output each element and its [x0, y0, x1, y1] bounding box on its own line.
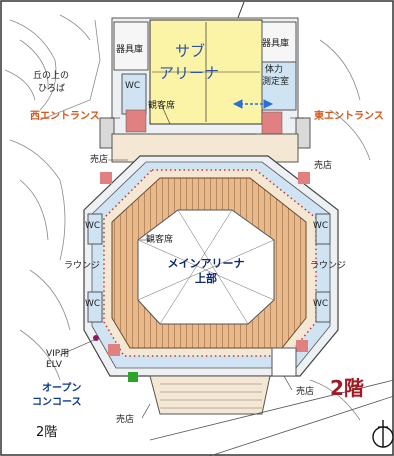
wc-left-2-label: WC: [85, 299, 101, 309]
shop-bottom-right-label: 売店: [296, 387, 315, 397]
shop-top-left-label: 売店: [90, 155, 109, 165]
equip-room-right-label: 器具庫: [262, 39, 290, 49]
floor-label-small: 2階: [36, 425, 58, 440]
wc-top-left-room: [121, 73, 147, 115]
spectator-main-label: 観客席: [146, 235, 174, 245]
double-arrow-icon: [232, 99, 274, 109]
sub-arena-label-1: サブ: [175, 42, 206, 60]
main-arena-label-1: メインアリーナ: [167, 257, 245, 270]
west-entrance-label: 西エントランス: [30, 111, 100, 122]
hill-plaza-label-2: ひろば: [38, 84, 66, 94]
main-arena-label-2: 上部: [195, 272, 217, 285]
wc-right-1-room: [315, 213, 331, 245]
shop-bottom-right-room: [271, 347, 297, 377]
stairs-lines: [160, 383, 262, 409]
wc-left-1-room: [87, 213, 103, 245]
wc-left-2-room: [87, 291, 103, 323]
wc-right-2-room: [315, 291, 331, 323]
vip-elevator-label-1: VIP用: [46, 349, 70, 359]
wc-top-label: WC: [125, 81, 141, 91]
equip-room-left-label: 器具庫: [116, 45, 144, 55]
fitness-room-label-1: 体力: [265, 65, 284, 75]
north-compass-icon: [372, 420, 394, 448]
fitness-room-label-2: 測定室: [262, 77, 290, 87]
vip-elevator-marker: [93, 335, 99, 341]
wc-left-1-label: WC: [85, 221, 101, 231]
shop-bottom-left-label: 売店: [116, 415, 135, 425]
spectator-top-label: 観客席: [148, 101, 176, 111]
equip-room-right: [261, 21, 297, 63]
floor-title: 2階: [330, 376, 364, 400]
south-stairs: [149, 375, 271, 415]
lounge-left-label: ラウンジ: [64, 261, 101, 271]
wc-right-2-label: WC: [313, 299, 329, 309]
vip-elevator-label-2: ELV: [46, 360, 62, 370]
shop-top-right-label: 売店: [314, 161, 333, 171]
east-entrance-label: 東エントランス: [314, 111, 384, 122]
open-concourse-label-1: オープン: [42, 383, 82, 394]
sub-arena-label-2: アリーナ: [159, 64, 220, 82]
lounge-right-label: ラウンジ: [310, 261, 347, 271]
open-concourse-label-2: コンコース: [32, 397, 82, 408]
west-entrance-area: [99, 117, 115, 149]
terrain-lines: [4, 14, 371, 421]
hill-plaza-label-1: 丘の上の: [33, 71, 70, 81]
equip-room-left: [113, 21, 149, 71]
wc-right-1-label: WC: [313, 221, 329, 231]
